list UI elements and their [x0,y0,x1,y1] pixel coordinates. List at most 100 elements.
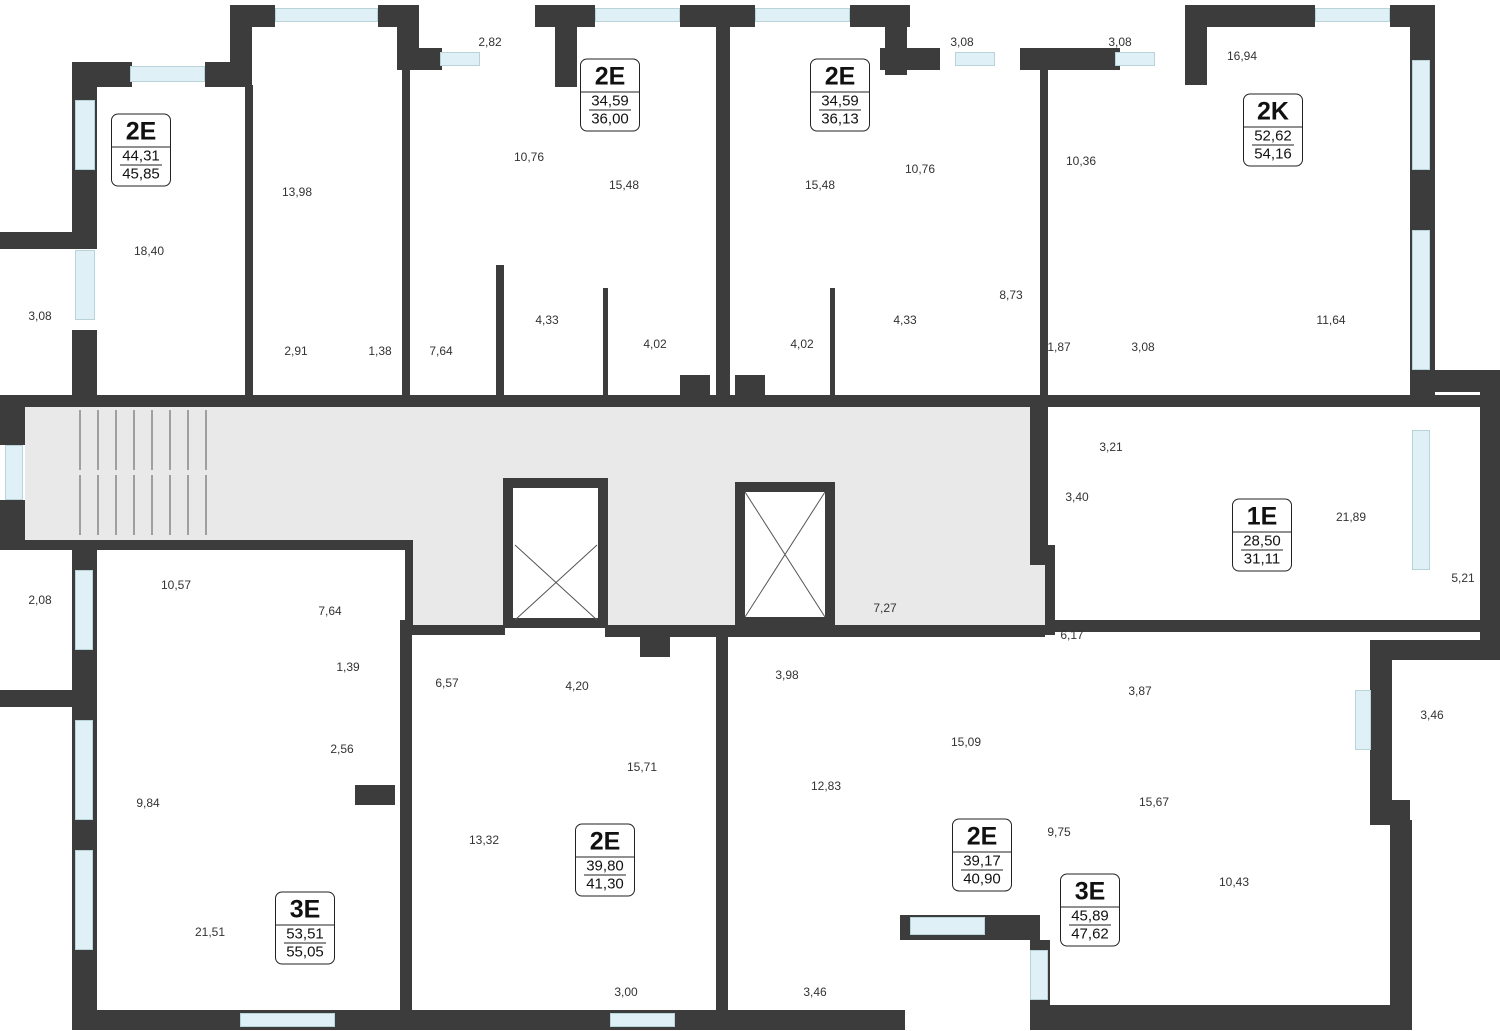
room-area-label: 2,91 [284,344,308,358]
room-area-label: 8,73 [999,288,1023,302]
wall [725,1010,905,1030]
room-area-label: 3,40 [1065,490,1089,504]
wall [880,48,940,70]
wall [1040,70,1048,400]
room-area-label: 18,40 [133,244,165,258]
wall [1045,620,1500,632]
room-area-label: 10,36 [1065,154,1097,168]
wall [400,620,412,1030]
apartment-type: 2E [953,822,1011,853]
total-area: 45,85 [122,165,160,183]
apartment-type: 3E [1061,877,1119,908]
room-area-label: 4,33 [535,313,559,327]
total-area: 40,90 [963,870,1001,888]
room-area-label: 7,64 [429,344,453,358]
room-area-label: 10,76 [513,150,545,164]
room-area-label: 15,67 [1138,795,1170,809]
living-area: 53,51 [284,926,326,944]
wall [1480,370,1500,640]
wall [1410,370,1500,392]
window [1030,950,1048,1000]
window [1412,230,1430,370]
wall [716,635,728,1030]
total-area: 55,05 [286,943,324,961]
window [1412,60,1430,170]
window [1355,690,1371,750]
wall [355,785,395,805]
wall [72,330,97,400]
room-area-label: 4,33 [893,313,917,327]
room-area-label: 21,89 [1335,510,1367,524]
wall [405,540,413,630]
wall [402,70,410,400]
wall [830,288,835,398]
room-area-label: 3,21 [1099,440,1123,454]
room-area-label: 2,56 [330,742,354,756]
room-area-label: 15,48 [608,178,640,192]
room-area-label: 9,75 [1047,825,1071,839]
elevator-shaft [503,478,608,628]
window [75,720,93,820]
living-area: 52,62 [1252,128,1294,146]
wall [605,625,945,637]
apartment-type: 3E [276,895,334,926]
living-area: 34,59 [819,93,861,111]
window [955,52,995,66]
wall [1045,545,1055,635]
living-area: 39,80 [584,858,626,876]
living-area: 44,31 [120,148,162,166]
wall [0,540,410,550]
wall [716,5,730,400]
wall [1030,395,1048,565]
room-area-label: 3,08 [28,309,52,323]
room-area-label: 1,39 [336,660,360,674]
total-area: 36,13 [821,110,859,128]
room-area-label: 6,17 [1060,628,1084,642]
room-area-label: 15,71 [626,760,658,774]
room-area-label: 15,48 [804,178,836,192]
window [275,8,378,22]
room-area-label: 4,20 [565,679,589,693]
room-area-label: 21,51 [194,925,226,939]
window [610,1013,675,1027]
room-area-label: 9,84 [136,796,160,810]
wall [0,395,1030,407]
room-area-label: 5,21 [1451,571,1475,585]
total-area: 47,62 [1071,925,1109,943]
wall [405,625,505,635]
total-area: 54,16 [1254,145,1292,163]
window [75,570,93,650]
wall [1370,640,1500,660]
room-area-label: 10,76 [904,162,936,176]
living-area: 39,17 [961,853,1003,871]
apartment-type: 2K [1244,97,1302,128]
wall [496,265,504,400]
living-area: 45,89 [1069,908,1111,926]
living-area: 28,50 [1241,533,1283,551]
window [755,8,850,22]
window [75,100,95,170]
wall [603,288,608,398]
stair-hall [25,405,410,540]
window [240,1013,335,1027]
room-area-label: 3,46 [803,985,827,999]
apartment-type: 1E [1233,502,1291,533]
room-area-label: 3,08 [950,35,974,49]
room-area-label: 4,02 [790,337,814,351]
living-area: 34,59 [589,93,631,111]
room-area-label: 2,82 [478,35,502,49]
wall [1040,48,1062,70]
room-area-label: 3,46 [1420,708,1444,722]
room-area-label: 4,02 [643,337,667,351]
